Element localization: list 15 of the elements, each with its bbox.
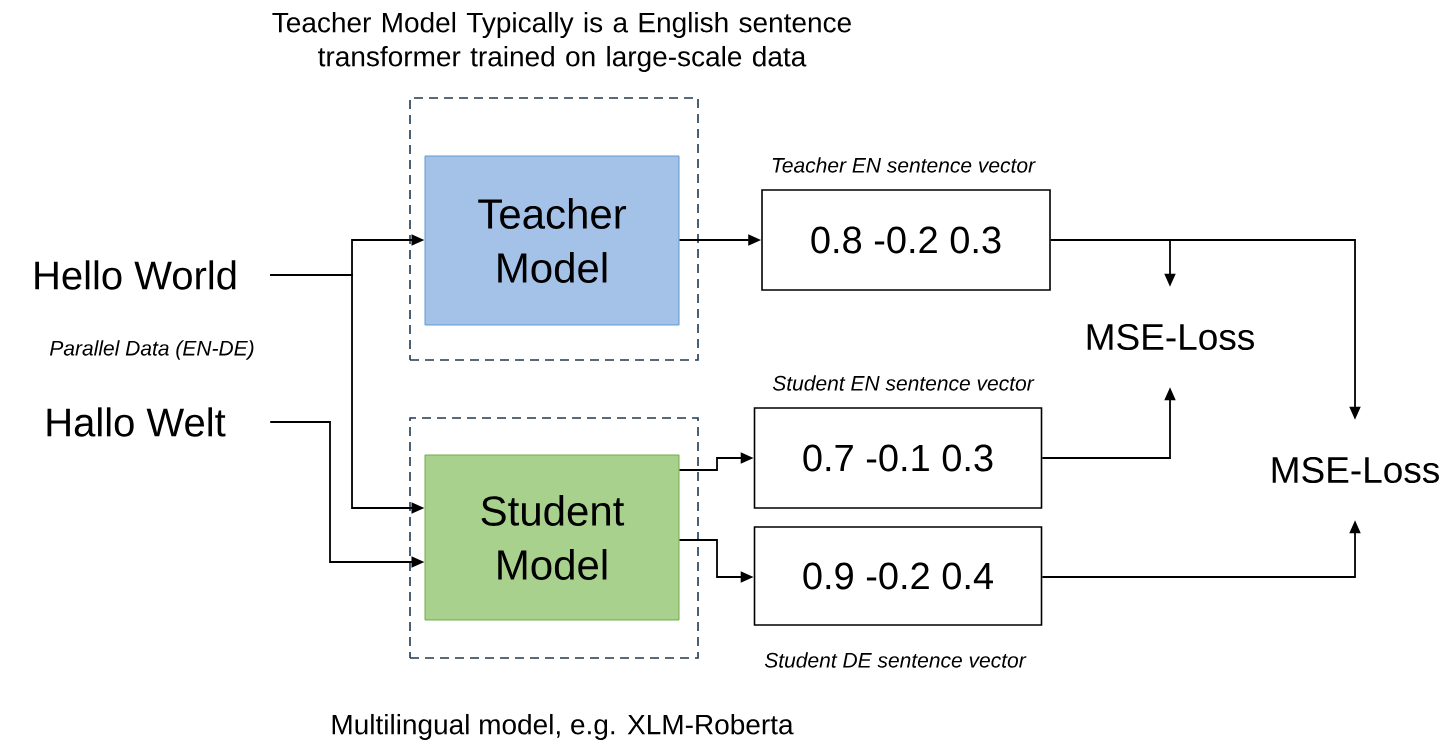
input-sentence: Hallo Welt [47,407,226,437]
vector-caption: Teacher EN sentence vector [772,157,1036,173]
vector-box: 0.9 -0.2 0.4 [753,526,1043,626]
vector-box: 0.8 -0.2 0.3 [761,189,1051,291]
data-caption: Parallel Data (EN-DE) [49,340,254,360]
frame-caption: Multilingual model, e.g. XLM-Roberta [332,713,794,741]
frame-heading: Teacher Model Typically is a English sentence transformer trained on large-scale data [272,11,851,73]
vector-box: 0.7 -0.1 0.3 [753,407,1043,509]
loss-label: MSE-Loss [1087,323,1254,351]
loss-label: MSE-Loss [1272,456,1439,484]
model-box: Teacher Model [424,155,680,326]
vector-caption: Student DE sentence vector [764,652,1027,668]
vector-caption: Student EN sentence vector [772,375,1035,391]
model-box: Student Model [424,454,680,621]
input-sentence: Hello World [35,260,236,290]
